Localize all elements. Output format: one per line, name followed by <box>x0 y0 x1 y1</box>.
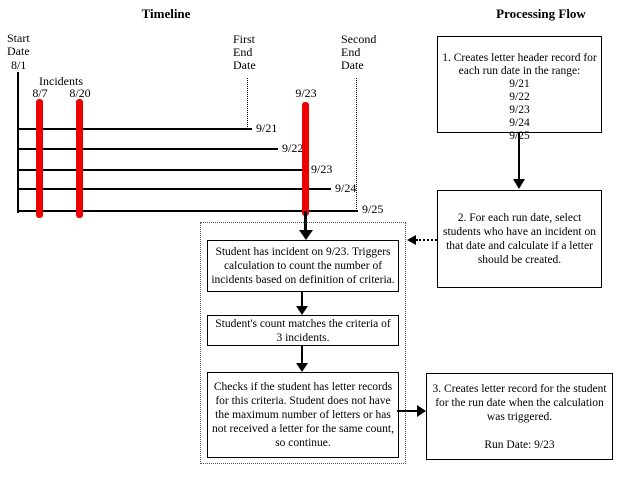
detail-step-3-box: Checks if the student has letter records… <box>207 372 399 458</box>
detail-arrow-2-head-icon <box>296 363 308 372</box>
trigger-incident-bar <box>302 102 309 216</box>
first-end-date-label: First End Date <box>233 32 256 72</box>
incident-bar-2 <box>76 99 83 218</box>
trigger-date-label: 9/23 <box>295 86 317 100</box>
run-date-line-1 <box>17 128 252 130</box>
feedback-arrow-head-icon <box>407 235 416 245</box>
run-date-label-1: 9/21 <box>256 121 278 135</box>
run-date-label-5: 9/25 <box>362 202 384 216</box>
run-date-label-2: 9/22 <box>282 141 304 155</box>
incident-bar-1 <box>36 99 43 218</box>
second-end-date-dotted-line <box>356 78 357 211</box>
flow-step-1-dates: 9/21 9/22 9/23 9/24 9/25 <box>509 78 530 142</box>
flow-arrow-1-head-icon <box>513 179 525 189</box>
detail-flow-container <box>200 222 406 464</box>
detail-arrow-1-head-icon <box>296 306 308 315</box>
detail-arrow-1-shaft <box>301 292 303 307</box>
run-date-line-2 <box>17 148 278 150</box>
first-end-date-dotted-line <box>247 78 248 129</box>
detail-step-2-box: Student's count matches the criteria of … <box>207 315 399 346</box>
flow-step-3-box: 3. Creates letter record for the student… <box>426 373 613 460</box>
result-arrow-shaft <box>397 410 418 412</box>
detail-arrow-2-shaft <box>301 346 303 363</box>
flow-step-2-box: 2. For each run date, select students wh… <box>437 190 602 288</box>
incident-date-label-2: 8/20 <box>69 86 91 100</box>
detail-step-1-box: Student has incident on 9/23. Triggers c… <box>207 240 399 292</box>
feedback-arrow-dotted-shaft <box>416 239 437 241</box>
result-arrow-head-icon <box>417 405 426 417</box>
start-date-label: Start Date <box>7 31 30 58</box>
run-date-line-5 <box>17 210 358 212</box>
timeline-axis-line <box>17 72 19 213</box>
trigger-arrow-shaft <box>304 211 307 232</box>
incident-date-label-1: 8/7 <box>32 86 48 100</box>
flow-step-1-box: 1. Creates letter header record for each… <box>437 36 602 142</box>
second-end-date-label: Second End Date <box>341 32 377 72</box>
run-date-line-3 <box>17 169 307 171</box>
flow-step-1-heading: 1. Creates letter header record for each… <box>442 52 597 77</box>
processing-flow-title: Processing Flow <box>496 6 586 21</box>
trigger-arrow-head-icon <box>299 230 313 240</box>
run-date-label-4: 9/24 <box>335 181 357 195</box>
timeline-title: Timeline <box>141 6 191 21</box>
incidents-label: Incidents <box>39 74 83 88</box>
start-date-value: 8/1 <box>11 58 27 72</box>
run-date-line-4 <box>17 188 331 190</box>
run-date-label-3: 9/23 <box>311 162 333 176</box>
flow-arrow-1-shaft <box>518 133 520 180</box>
